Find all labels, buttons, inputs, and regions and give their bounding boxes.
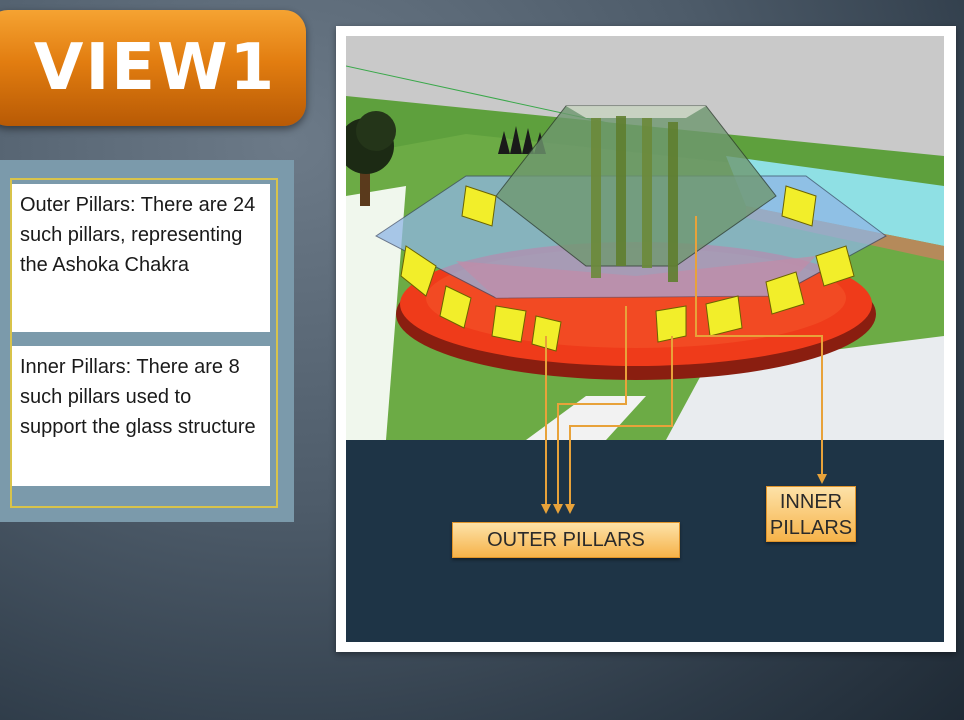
outer-pillar bbox=[439, 285, 472, 329]
leader-arrowheads bbox=[541, 474, 827, 514]
outer-pillar bbox=[531, 315, 562, 352]
outer-pillar bbox=[461, 185, 497, 227]
inner-pillar bbox=[591, 118, 601, 278]
note-outer-pillars: Outer Pillars: There are 24 such pillars… bbox=[12, 184, 270, 332]
callout-inner-pillars: INNER PILLARS bbox=[766, 486, 856, 542]
inner-pillar bbox=[668, 122, 678, 282]
model-image-area: OUTER PILLARS INNER PILLARS bbox=[346, 36, 944, 642]
inner-pillar bbox=[642, 118, 652, 268]
slide-title: VIEW1 bbox=[33, 31, 277, 105]
outer-pillar bbox=[705, 295, 743, 337]
notes-panel: Outer Pillars: There are 24 such pillars… bbox=[0, 160, 294, 522]
outer-pillar bbox=[491, 305, 527, 343]
outer-pillar bbox=[815, 245, 855, 287]
outer-pillar bbox=[655, 305, 687, 343]
slide-title-box: VIEW1 bbox=[0, 10, 306, 126]
leader-lines bbox=[545, 216, 823, 506]
walkway-left bbox=[346, 186, 406, 440]
inner-pillar bbox=[616, 116, 626, 266]
note-inner-pillars: Inner Pillars: There are 8 such pillars … bbox=[12, 346, 270, 486]
outer-pillar bbox=[400, 245, 437, 297]
model-render bbox=[346, 36, 944, 514]
outer-pillar bbox=[765, 271, 805, 315]
tree-trunk bbox=[360, 156, 370, 206]
walkway-right bbox=[666, 336, 944, 440]
callout-outer-pillars: OUTER PILLARS bbox=[452, 522, 680, 558]
notes-panel-border: Outer Pillars: There are 24 such pillars… bbox=[10, 178, 278, 508]
outer-pillar bbox=[781, 185, 817, 227]
model-image-frame: OUTER PILLARS INNER PILLARS bbox=[336, 26, 956, 652]
